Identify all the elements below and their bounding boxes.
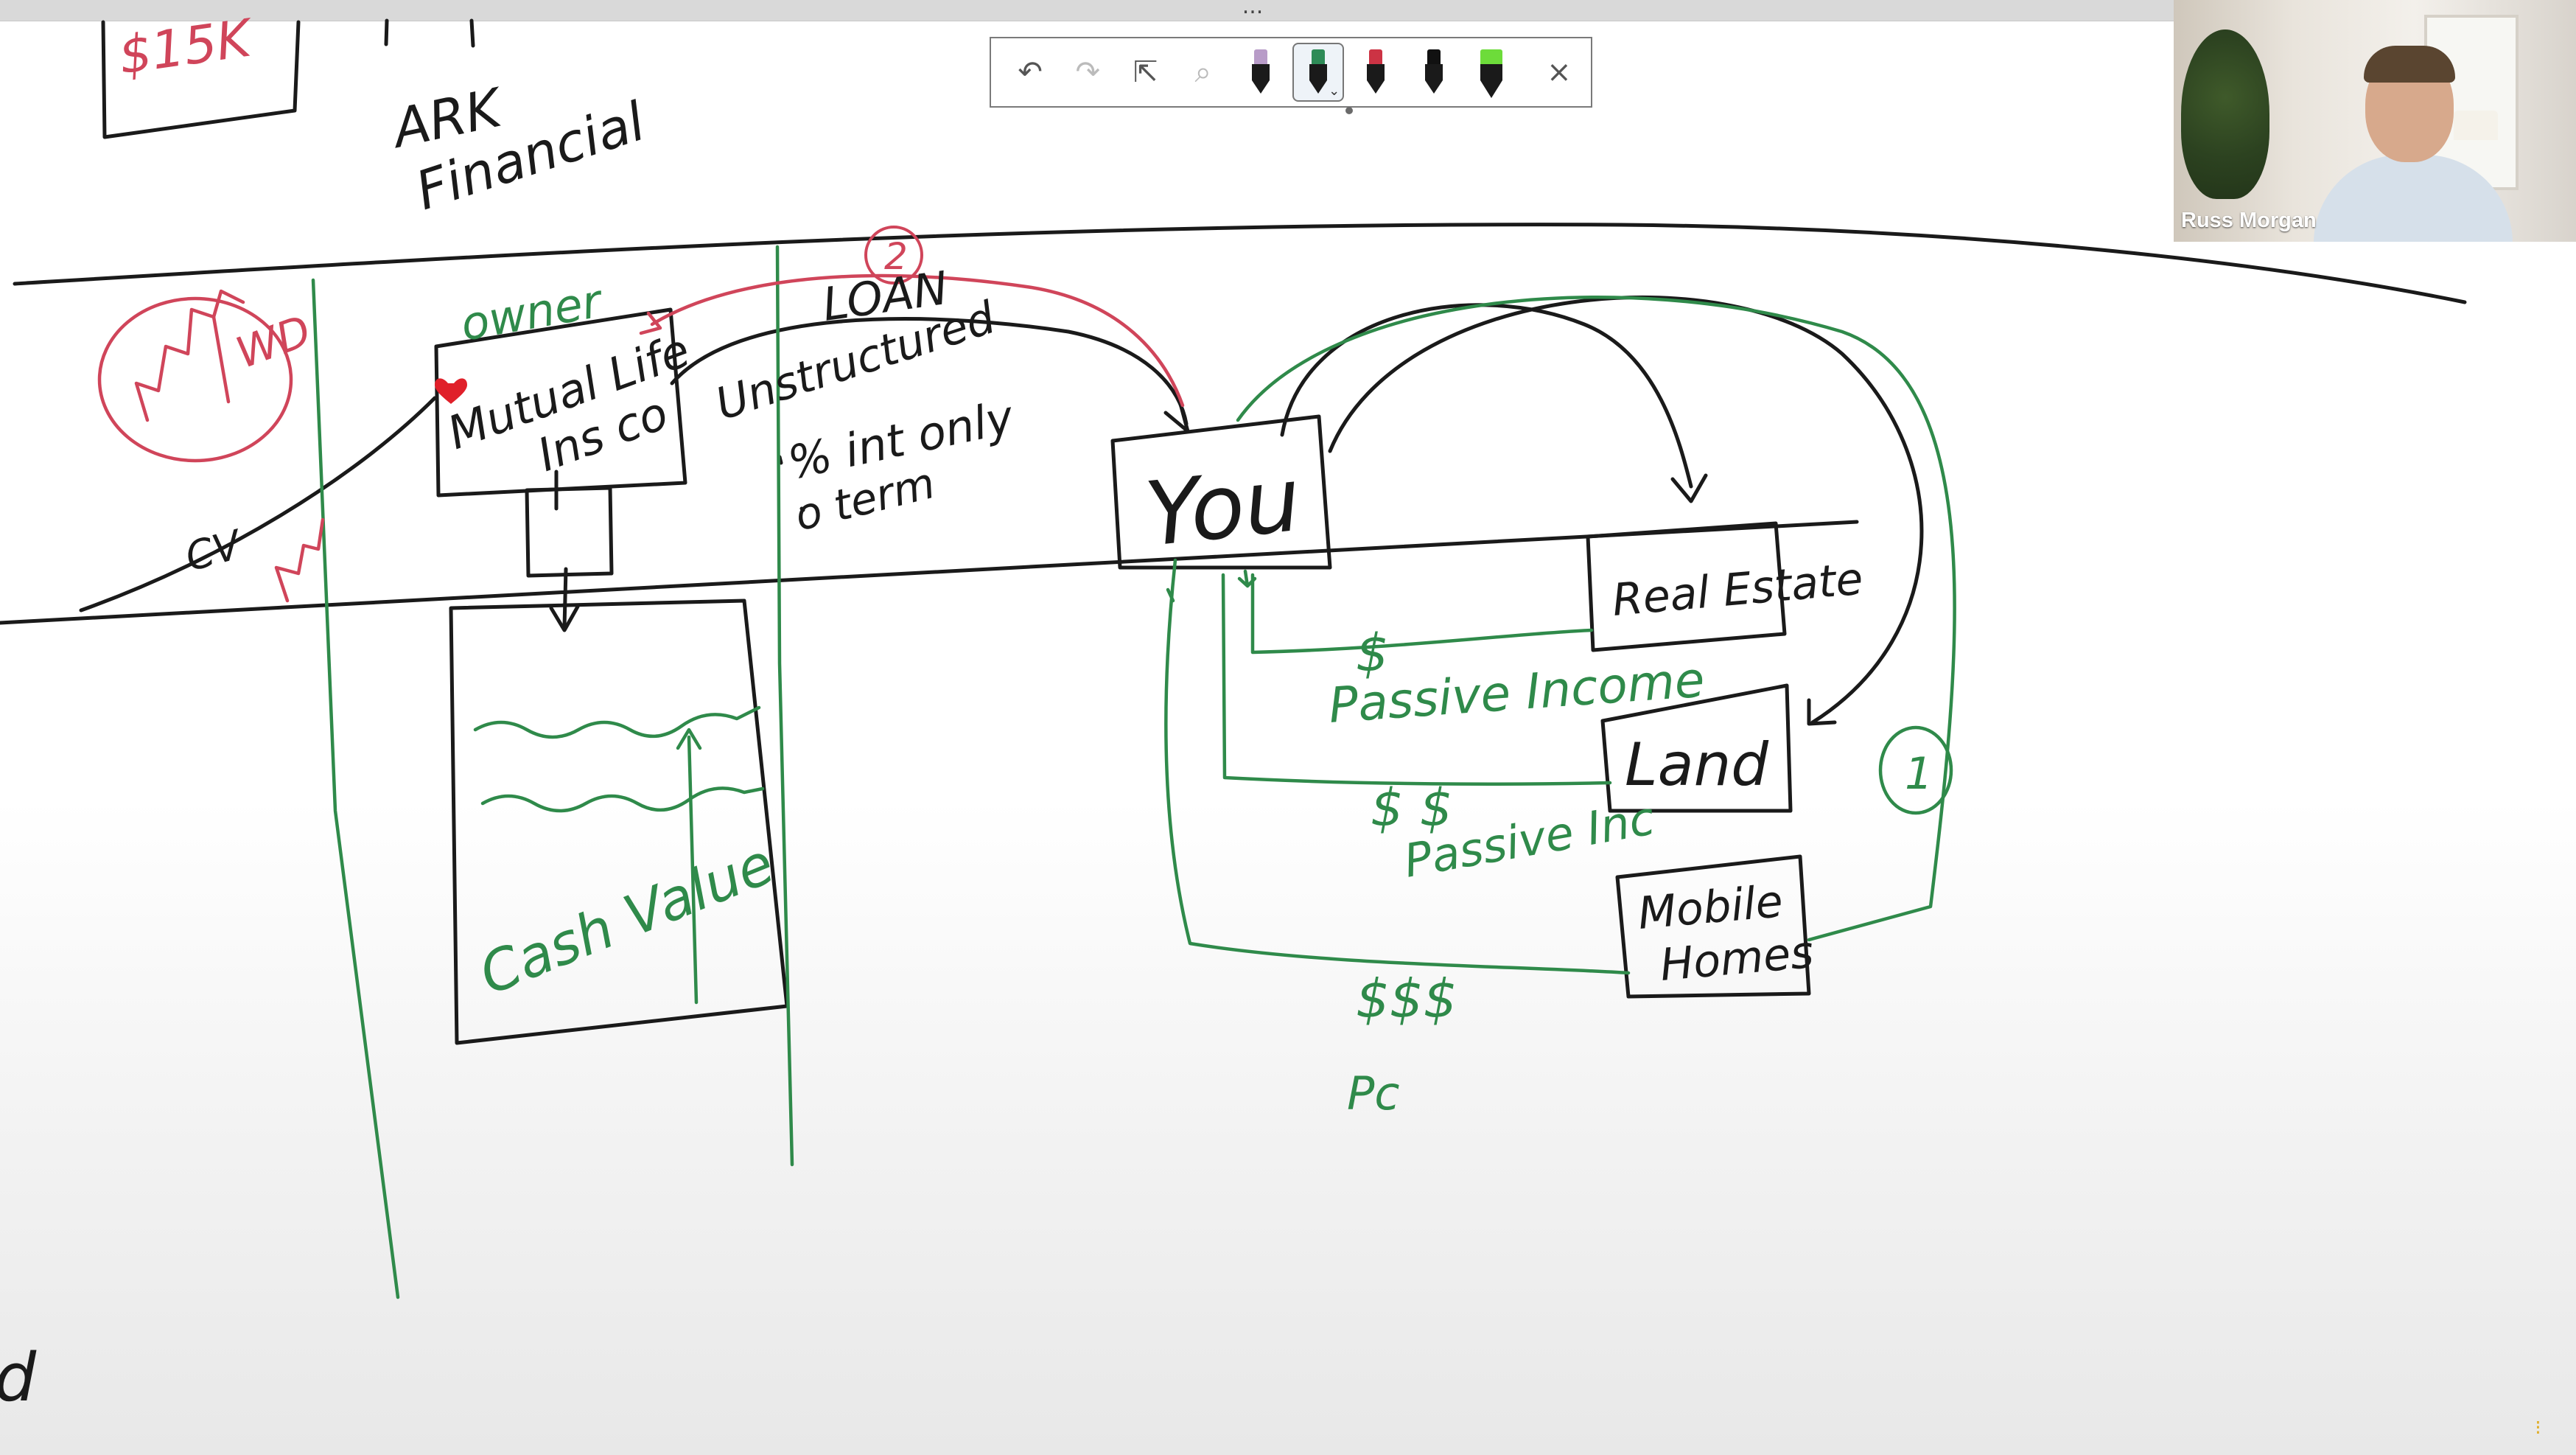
pen-red-button[interactable] bbox=[1350, 43, 1401, 102]
pen-green-icon bbox=[1307, 49, 1329, 95]
mobile-homes-income-line bbox=[1166, 560, 1628, 973]
pen-black-button[interactable] bbox=[1407, 43, 1459, 102]
highlighter-green-button[interactable] bbox=[1466, 43, 1517, 102]
you-label: You bbox=[1141, 449, 1306, 567]
undo-icon[interactable]: ↶ bbox=[1004, 43, 1056, 102]
owner-label: owner bbox=[457, 273, 608, 352]
edge-mark-label: d bbox=[0, 1339, 37, 1417]
pen-green-button[interactable]: ⌄ bbox=[1292, 43, 1344, 102]
top-tick-2 bbox=[472, 21, 473, 46]
pc-label: Pc bbox=[1347, 1067, 1399, 1120]
lasso-icon[interactable]: ⌕ bbox=[1177, 43, 1229, 102]
arrow-down-shaft bbox=[564, 569, 566, 627]
video-background-lamp bbox=[2454, 111, 2498, 140]
cash-value-label: Cash Value bbox=[470, 830, 783, 1007]
pen-purple-button[interactable] bbox=[1235, 43, 1287, 102]
real-estate-label: Real Estate bbox=[1610, 553, 1865, 626]
heart-icon bbox=[435, 378, 467, 404]
redo-icon[interactable]: ↷ bbox=[1062, 43, 1113, 102]
amount-label: $15K bbox=[115, 7, 258, 86]
cv-label: CV bbox=[181, 520, 248, 580]
real-estate-income-line bbox=[1253, 575, 1592, 652]
land-label: Land bbox=[1625, 730, 1769, 799]
wd-drop-line bbox=[214, 317, 228, 402]
wd-label: WD bbox=[230, 305, 318, 378]
pen-black-icon bbox=[1423, 49, 1445, 95]
water-wave-2 bbox=[483, 788, 763, 811]
active-tool-indicator bbox=[1345, 107, 1353, 114]
ink-toolbar: ↶ ↷ ⇱ ⌕ ⌄ × bbox=[990, 37, 1592, 108]
mobile-homes-label-2: Homes bbox=[1658, 927, 1816, 991]
corner-indicator-icon: ⁝ bbox=[2535, 1415, 2541, 1440]
you-to-land-arrow bbox=[1282, 305, 1691, 486]
participant-name: Russ Morgan bbox=[2174, 203, 2324, 237]
pen-purple-icon bbox=[1250, 49, 1272, 95]
divider-left bbox=[313, 280, 398, 1297]
select-cursor-icon[interactable]: ⇱ bbox=[1119, 43, 1171, 102]
top-tick-1 bbox=[386, 21, 387, 44]
highlighter-green-icon bbox=[1480, 49, 1502, 95]
loan-arrow-head bbox=[1166, 404, 1188, 431]
video-background-plant bbox=[2181, 29, 2269, 199]
small-box bbox=[527, 488, 612, 576]
timeline-top-line bbox=[15, 225, 2465, 302]
cv-growth-line bbox=[81, 398, 435, 610]
close-icon[interactable]: × bbox=[1533, 43, 1585, 102]
participant-hair bbox=[2364, 46, 2455, 83]
chevron-down-icon[interactable]: ⌄ bbox=[1329, 83, 1340, 99]
pen-red-icon bbox=[1365, 49, 1387, 95]
circle-one-label: 1 bbox=[1905, 748, 1933, 800]
water-wave-1 bbox=[475, 708, 759, 737]
cv-zigzag bbox=[276, 520, 323, 601]
mobile-homes-dollars: $$$ bbox=[1356, 968, 1457, 1030]
